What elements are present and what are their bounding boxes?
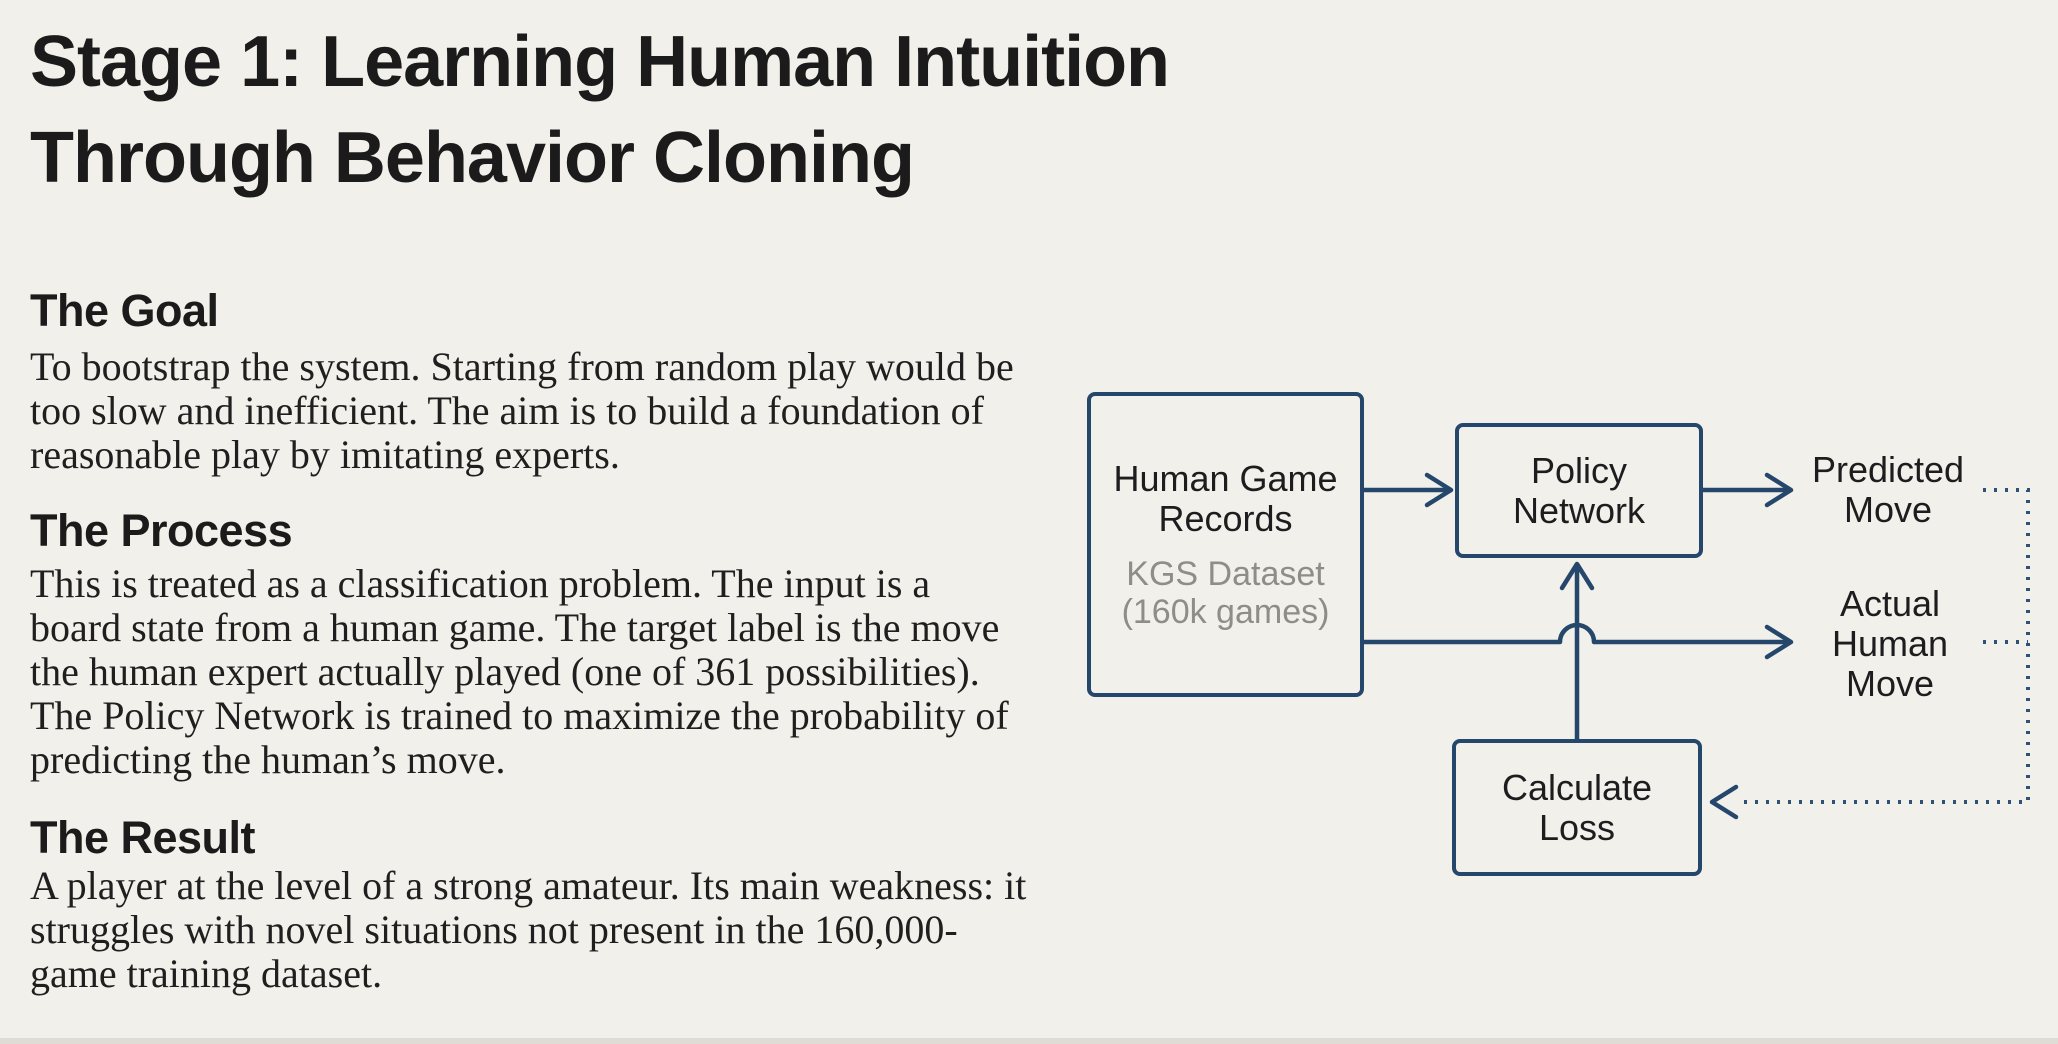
arrowhead-policy-to-predicted: [1764, 472, 1794, 508]
section-body-goal: To bootstrap the system. Starting from r…: [30, 344, 1014, 477]
node-human-game-records-subtitle: KGS Dataset (160k games): [1121, 554, 1330, 631]
arrowhead-loss-to-policy: [1559, 561, 1595, 591]
edge-records-to-actual: [1360, 622, 1789, 645]
node-calculate-loss: Calculate Loss: [1452, 739, 1702, 876]
edge-predicted-to-loss-dotted: [1737, 488, 2030, 804]
node-human-game-records: Human Game Records KGS Dataset (160k gam…: [1087, 392, 1364, 697]
arrowhead-records-to-policy: [1424, 472, 1454, 508]
page-title: Stage 1: Learning Human Intuition Throug…: [30, 22, 1170, 198]
section-heading-result: The Result: [30, 812, 256, 863]
section-body-result: A player at the level of a strong amateu…: [30, 863, 1027, 996]
label-predicted-move: Predicted Move: [1811, 449, 1965, 530]
label-actual-human-move: Actual Human Move: [1831, 583, 1949, 704]
node-calculate-loss-label: Calculate Loss: [1501, 766, 1653, 848]
section-heading-goal: The Goal: [30, 285, 219, 336]
slide-bottom-edge: [0, 1038, 2058, 1044]
section-body-process: This is treated as a classification prob…: [30, 561, 1009, 782]
node-human-game-records-label: Human Game Records: [1113, 457, 1338, 539]
node-policy-network: Policy Network: [1455, 423, 1703, 558]
arrowhead-dotted-to-loss: [1709, 784, 1739, 820]
node-policy-network-label: Policy Network: [1512, 449, 1646, 531]
section-heading-process: The Process: [30, 505, 293, 556]
arrowhead-records-to-actual: [1764, 624, 1794, 660]
